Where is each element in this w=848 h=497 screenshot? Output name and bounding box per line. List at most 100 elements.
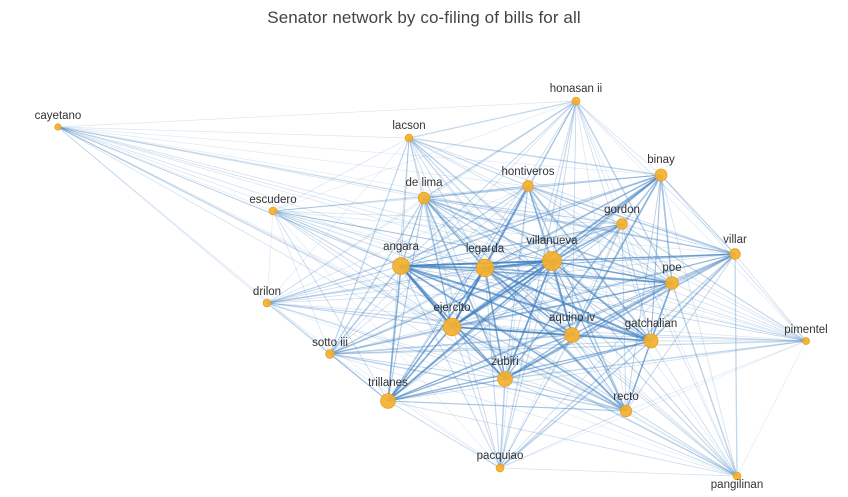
network-edge [671,282,738,477]
network-edge [329,267,486,355]
network-node[interactable] [404,133,414,143]
network-edge [451,223,623,328]
network-edge [57,126,673,284]
network-edge [387,340,652,402]
network-node[interactable] [262,298,272,308]
network-edge [329,174,662,355]
network-edge [423,197,486,269]
network-edge [451,260,553,328]
network-edge [451,326,627,412]
network-edge [266,210,274,304]
network-edge [387,100,577,402]
network-edge [484,223,623,269]
network-edge [650,340,738,477]
network-node[interactable] [564,327,580,343]
network-edge [266,253,736,304]
network-edge [408,100,577,139]
network-node[interactable] [619,404,633,418]
network-edge [408,137,425,199]
network-edge [387,400,627,412]
network-edge [527,185,673,284]
network-edge [266,302,331,355]
network-edge [387,197,425,402]
network-edge [57,126,506,380]
network-edge [736,340,807,477]
network-edge [527,185,553,262]
network-edge [527,185,736,255]
network-node[interactable] [802,337,810,345]
network-edge [484,267,627,412]
network-edge [57,126,553,262]
network-node[interactable] [732,471,742,481]
network-node[interactable] [542,251,562,271]
network-edge [266,302,627,412]
network-edge [423,174,662,199]
node-label: cayetano [35,110,82,122]
network-edge [329,100,577,355]
network-edge [329,353,501,469]
network-edge [57,126,807,342]
network-edge [57,126,662,176]
network-edge [408,137,529,187]
network-edge [57,126,410,139]
network-node[interactable] [495,463,505,473]
network-edge [484,259,553,270]
network-edge [329,326,453,355]
network-node[interactable] [417,191,431,205]
network-edge [57,126,623,225]
network-edge [423,197,738,477]
network-edge [451,326,807,342]
network-edge [650,282,673,342]
network-edge [527,185,623,225]
network-node[interactable] [654,168,668,182]
network-edge [451,326,501,469]
network-edge [650,174,662,342]
network-edge [571,334,652,342]
network-node[interactable] [665,276,679,290]
network-node[interactable] [616,218,628,230]
network-edge [484,267,573,336]
network-edge [451,174,662,328]
node-label: honasan ii [550,83,602,95]
network-edge [423,197,673,284]
network-node[interactable] [729,248,741,260]
network-node[interactable] [475,258,495,278]
network-node[interactable] [268,206,278,216]
node-label: ejercito [433,302,470,314]
network-edge [621,223,673,284]
network-edge [504,340,652,380]
network-edge [266,174,662,304]
node-label: de lima [405,177,443,189]
network-edge [408,137,623,225]
network-edge [504,378,738,477]
network-edge [408,137,506,380]
network-edge [400,265,738,477]
network-edge [272,197,425,212]
network-edge [484,253,736,269]
network-edge [408,137,453,328]
network-edge [408,137,486,269]
network-edge [266,302,738,477]
network-node[interactable] [442,317,462,337]
network-edge [451,267,486,328]
network-node[interactable] [571,96,581,106]
network-edge [484,267,807,342]
network-edge [57,126,486,269]
network-edge [527,185,627,412]
network-edge [575,100,623,225]
network-node[interactable] [380,393,396,409]
network-edge [484,267,738,477]
network-node[interactable] [325,349,335,359]
network-node[interactable] [54,123,62,131]
network-edge [423,197,506,380]
network-edge [551,100,577,262]
network-node[interactable] [643,333,659,349]
network-edge [408,137,553,262]
network-edge [329,197,425,355]
network-node[interactable] [497,371,513,387]
network-edge [660,174,736,255]
network-node[interactable] [522,180,534,192]
network-node[interactable] [392,257,410,275]
network-edge [266,302,807,342]
network-edge [575,100,652,342]
